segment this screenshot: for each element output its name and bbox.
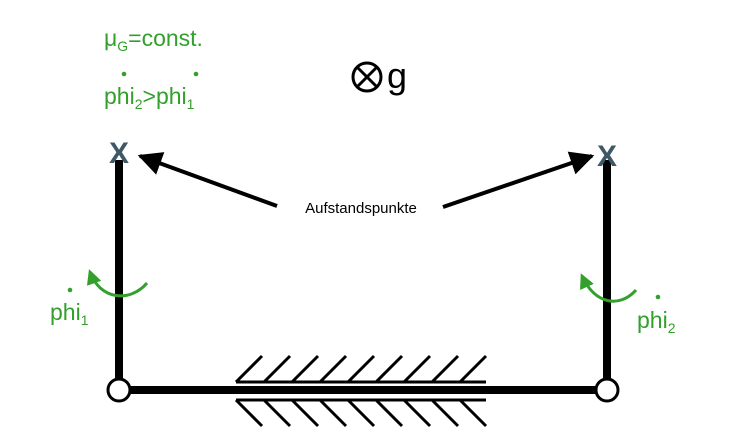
right-rotation-arrow bbox=[580, 273, 638, 303]
friction-condition: μG=const. bbox=[104, 25, 203, 54]
right-angle-subscript: 2 bbox=[668, 320, 676, 336]
phi2-base: phi bbox=[104, 83, 135, 109]
left-angle-dot bbox=[67, 287, 73, 293]
greater-than: > bbox=[143, 83, 156, 109]
phi2-dot bbox=[121, 71, 127, 77]
right-angle-base: phi bbox=[637, 307, 668, 333]
circle-cross-icon bbox=[351, 61, 383, 93]
gravity-label: g bbox=[387, 55, 407, 96]
left-angle-label: phi1 bbox=[50, 299, 89, 328]
contact-points-label: Aufstandspunkte bbox=[305, 200, 417, 217]
phi2-subscript: 2 bbox=[135, 96, 143, 112]
mu-symbol: μ bbox=[104, 25, 117, 51]
lower-hatching bbox=[234, 398, 488, 428]
right-contact-marker: X bbox=[597, 140, 617, 173]
left-pointer-arrow bbox=[137, 152, 278, 208]
right-pointer-arrow bbox=[442, 151, 595, 209]
right-angle-label: phi2 bbox=[637, 307, 676, 336]
right-joint bbox=[594, 377, 620, 403]
right-angle-dot bbox=[655, 294, 661, 300]
phi1-subscript: 1 bbox=[187, 96, 195, 112]
upper-hatching bbox=[234, 354, 488, 384]
angular-velocity-condition: phi2>phi1 bbox=[104, 83, 195, 112]
left-contact-marker: X bbox=[109, 137, 129, 170]
mu-subscript: G bbox=[117, 38, 128, 54]
phi1-base: phi bbox=[156, 83, 187, 109]
left-angle-subscript: 1 bbox=[81, 312, 89, 328]
phi1-dot bbox=[193, 71, 199, 77]
left-angle-base: phi bbox=[50, 299, 81, 325]
left-rotation-arrow bbox=[86, 269, 149, 298]
mu-rest: =const. bbox=[128, 25, 203, 51]
left-joint bbox=[106, 377, 132, 403]
